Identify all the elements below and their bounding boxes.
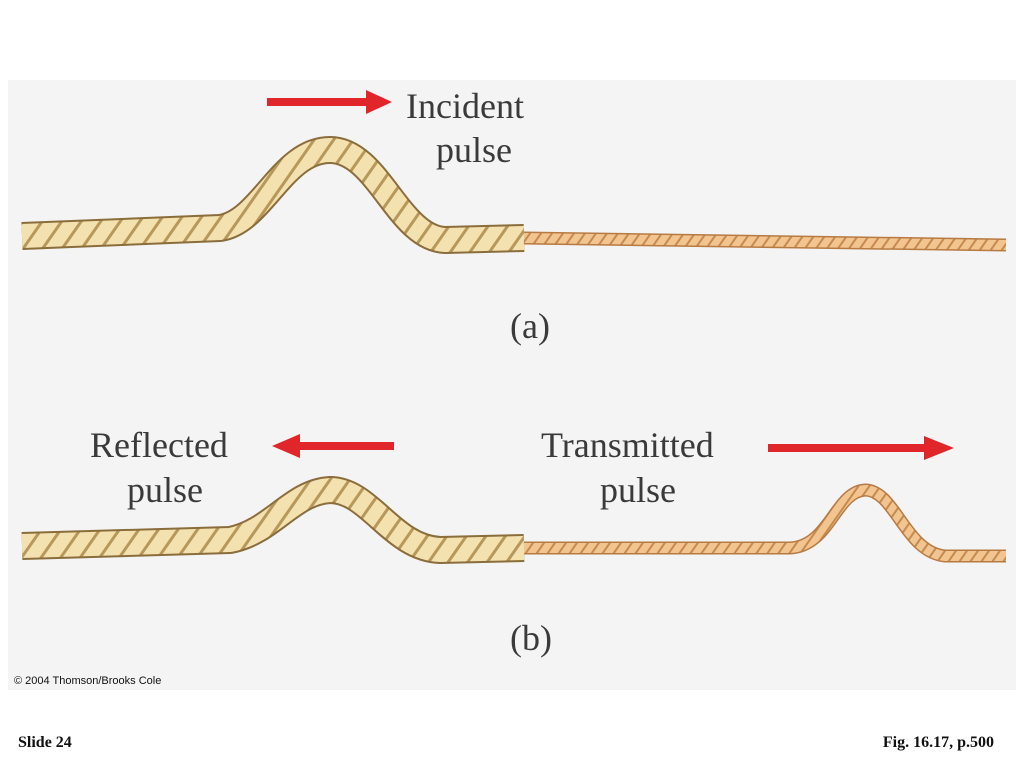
panel-b: Reflected pulse Transmitted pulse (b) (21, 425, 1006, 658)
incident-label-line1: Incident (406, 86, 524, 126)
panel-a: Incident pulse (a) (21, 86, 1007, 346)
panel-b-label: (b) (510, 618, 552, 658)
panel-a-label: (a) (510, 306, 550, 346)
transmitted-label-line1: Transmitted (541, 425, 714, 465)
transmitted-arrow (768, 436, 954, 460)
incident-label-line2: pulse (436, 130, 512, 170)
slide-number: Slide 24 (18, 734, 72, 751)
incident-arrow (267, 90, 392, 114)
copyright-notice: © 2004 Thomson/Brooks Cole (14, 675, 162, 687)
transmitted-label-line2: pulse (600, 470, 676, 510)
reflected-label-line1: Reflected (90, 425, 228, 465)
figure-reference: Fig. 16.17, p.500 (882, 734, 994, 751)
figure-panel (8, 80, 1016, 690)
reflected-arrow (272, 434, 394, 458)
reflected-label-line2: pulse (127, 470, 203, 510)
